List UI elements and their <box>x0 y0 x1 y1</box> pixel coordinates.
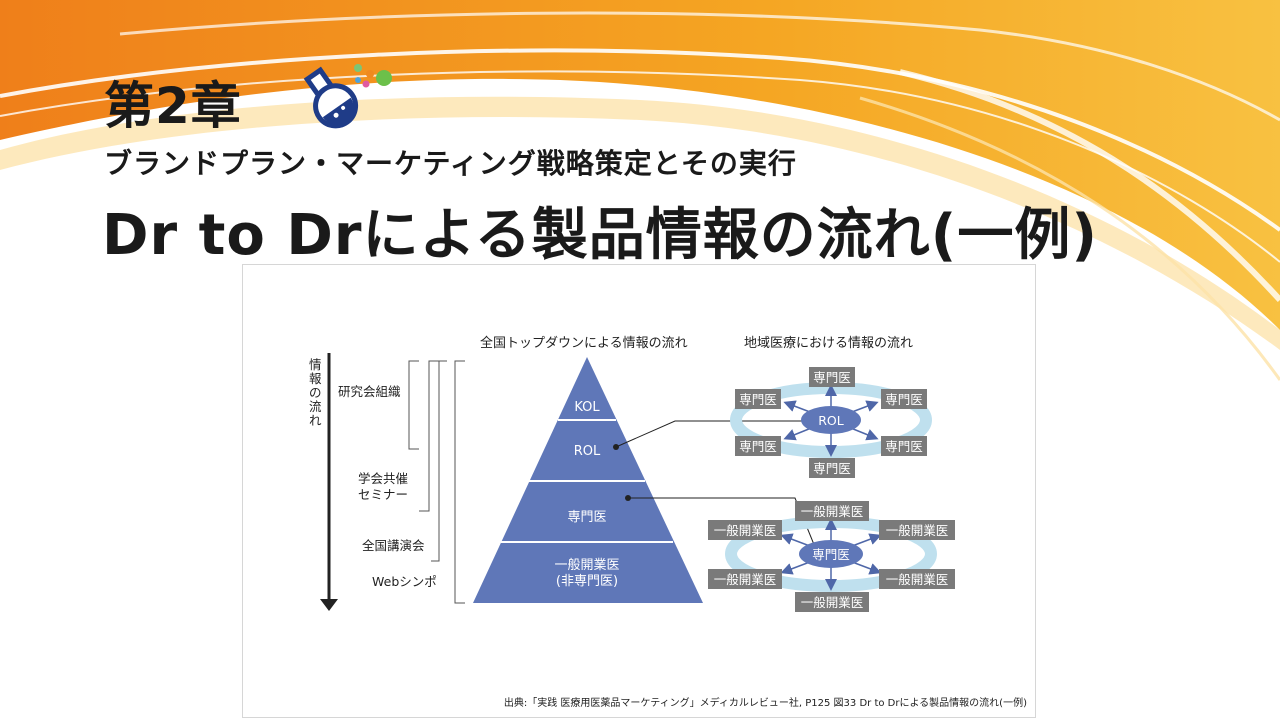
figure-panel: 全国トップダウンによる情報の流れ 地域医療における情報の流れ 情 報 の 流 れ… <box>242 264 1036 718</box>
bracket-web <box>454 360 465 604</box>
pyramid-kol: KOL <box>574 400 600 415</box>
cluster-specialist: 専門医 一般開業医 一般開業医 一般開業医 一般開業医 一般開業医 一般開業医 <box>708 501 955 612</box>
cluster-specialist-node-lower-left: 一般開業医 <box>714 572 777 587</box>
slide-title: Dr to Drによる製品情報の流れ(一例) <box>102 203 1098 268</box>
chapter-heading: 第2章 <box>104 77 242 135</box>
cluster-rol-node-upper-left: 専門医 <box>739 392 777 407</box>
flow-label-1: 情 <box>309 357 322 372</box>
cluster-rol-node-lower-left: 専門医 <box>739 439 777 454</box>
flask-icon <box>303 64 392 129</box>
cluster-rol-node-lower-right: 専門医 <box>885 439 923 454</box>
pyramid-gp-2: (非専門医) <box>556 574 618 589</box>
source-note: 出典:「実践 医療用医薬品マーケティング」メディカルレビュー社, P125 図3… <box>504 696 1027 709</box>
pyramid-gp-1: 一般開業医 <box>554 557 619 573</box>
flow-label-2: 報 <box>309 371 322 386</box>
channel-national: 全国講演会 <box>362 538 425 553</box>
bracket-national <box>431 360 447 562</box>
cluster-rol-node-top: 専門医 <box>813 370 851 385</box>
cluster-rol-node-upper-right: 専門医 <box>885 392 923 407</box>
info-flow-diagram: 全国トップダウンによる情報の流れ 地域医療における情報の流れ 情 報 の 流 れ… <box>309 335 1027 709</box>
right-heading: 地域医療における情報の流れ <box>744 336 913 351</box>
bracket-society <box>419 360 439 512</box>
cluster-specialist-node-top: 一般開業医 <box>801 504 864 519</box>
bracket-research <box>408 360 419 450</box>
cluster-rol: ROL 専門医 専門医 専門医 専門医 専門医 専門医 <box>730 367 932 478</box>
cluster-rol-node-bottom: 専門医 <box>813 461 851 476</box>
channel-society-1: 学会共催 <box>358 471 408 486</box>
pyramid-rol: ROL <box>574 444 601 459</box>
connector-rol <box>615 420 817 448</box>
flow-label-4: 流 <box>309 399 322 414</box>
cluster-rol-center: ROL <box>818 413 844 428</box>
connector-specialist <box>628 497 816 548</box>
chapter-subtitle: ブランドプラン・マーケティング戦略策定とその実行 <box>104 147 797 180</box>
cluster-specialist-center: 専門医 <box>812 547 850 562</box>
cluster-specialist-node-upper-left: 一般開業医 <box>714 523 777 538</box>
cluster-specialist-node-upper-right: 一般開業医 <box>886 523 949 538</box>
flow-arrow-head <box>320 599 338 611</box>
flow-label-3: の <box>309 385 322 400</box>
pyramid-specialist: 専門医 <box>567 510 606 525</box>
left-heading: 全国トップダウンによる情報の流れ <box>480 335 688 351</box>
channel-society-2: セミナー <box>358 487 408 502</box>
channel-research: 研究会組織 <box>338 384 401 399</box>
cluster-specialist-node-lower-right: 一般開業医 <box>886 572 949 587</box>
flow-label-5: れ <box>309 413 322 428</box>
channel-web: Webシンポ <box>372 574 437 589</box>
cluster-specialist-node-bottom: 一般開業医 <box>801 595 864 610</box>
